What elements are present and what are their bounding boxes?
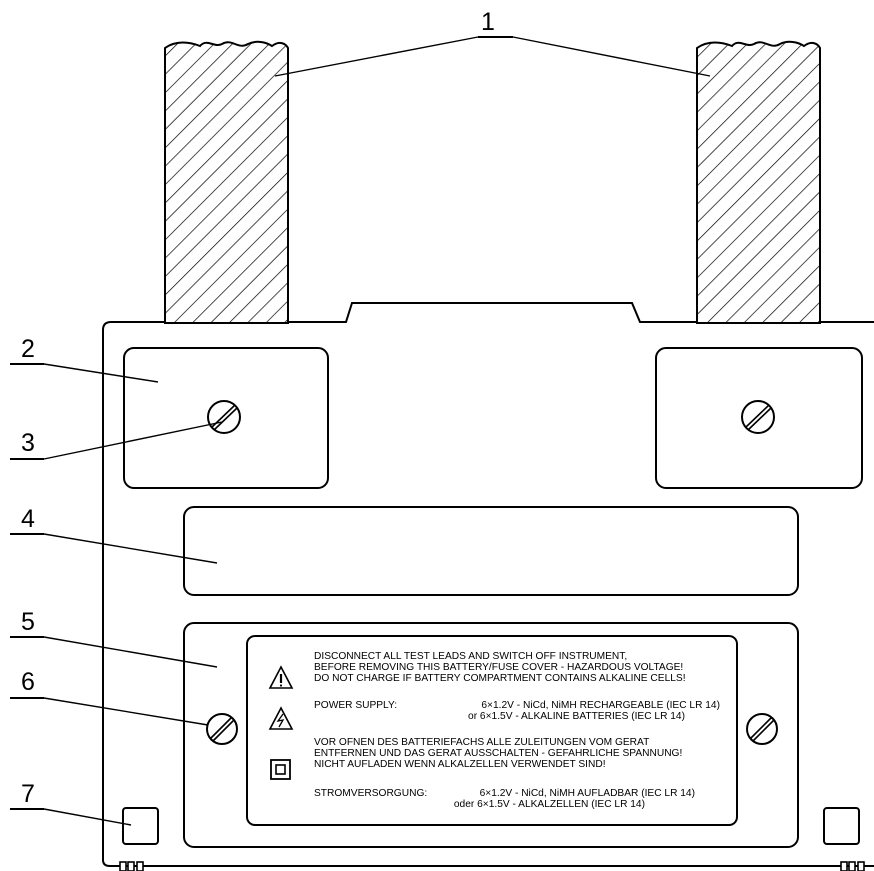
callout-number-4: 4 — [21, 505, 35, 533]
warning-triangle-icon — [268, 665, 294, 689]
callout-6: 6 — [10, 668, 209, 726]
callout-1: 1 — [274, 8, 711, 77]
left-holder-screw-icon — [207, 400, 241, 434]
callout-number-6: 6 — [21, 668, 35, 696]
callout-number-2: 2 — [21, 335, 35, 363]
power-supply-option-a: 6×1.2V - NiCd, NiMH RECHARGEABLE (IEC LR… — [481, 700, 720, 711]
high-voltage-triangle-icon — [268, 706, 294, 730]
right-strap — [696, 40, 821, 324]
bottom-feet — [119, 861, 865, 871]
left-cover-screw-icon — [206, 713, 238, 745]
right-holder-screw-icon — [741, 400, 775, 434]
callout-7: 7 — [10, 780, 132, 826]
left-strap — [164, 40, 289, 324]
double-insulation-icon — [270, 759, 291, 780]
callout-3: 3 — [10, 421, 223, 460]
label-panel — [183, 506, 799, 596]
callout-number-5: 5 — [21, 608, 35, 636]
left-foot-square — [122, 807, 159, 845]
german-warning-line-3: NICHT AUFLADEN WENN ALKALZELLEN VERWENDE… — [314, 759, 606, 770]
callout-5: 5 — [10, 608, 218, 668]
power-supply-option-b: or 6×1.5V - ALKALINE BATTERIES (IEC LR 1… — [468, 711, 685, 722]
german-warning-line-2: ENTFERNEN UND DAS GERAT AUSSCHALTEN - GE… — [314, 748, 682, 759]
power-supply-label: POWER SUPPLY: — [314, 700, 397, 711]
warning-line-3: DO NOT CHARGE IF BATTERY COMPARTMENT CON… — [314, 673, 686, 684]
callout-number-3: 3 — [21, 429, 35, 457]
callout-2: 2 — [10, 335, 159, 383]
right-cover-screw-icon — [746, 713, 778, 745]
warning-line-2: BEFORE REMOVING THIS BATTERY/FUSE COVER … — [314, 662, 683, 673]
right-foot-square — [823, 807, 860, 845]
callout-4: 4 — [10, 505, 218, 564]
stromversorgung-label: STROMVERSORGUNG: — [314, 788, 427, 799]
callout-number-1: 1 — [481, 8, 495, 36]
callout-number-7: 7 — [21, 780, 35, 808]
instrument-body-outline — [102, 302, 874, 867]
german-warning-line-1: VOR OFNEN DES BATTERIEFACHS ALLE ZULEITU… — [314, 737, 649, 748]
warning-label — [246, 635, 738, 826]
stromversorgung-option-a: 6×1.2V - NiCd, NiMH AUFLADBAR (IEC LR 14… — [480, 788, 695, 799]
warning-line-1: DISCONNECT ALL TEST LEADS AND SWITCH OFF… — [314, 651, 627, 662]
stromversorgung-option-b: oder 6×1.5V - ALKALZELLEN (IEC LR 14) — [454, 799, 645, 810]
